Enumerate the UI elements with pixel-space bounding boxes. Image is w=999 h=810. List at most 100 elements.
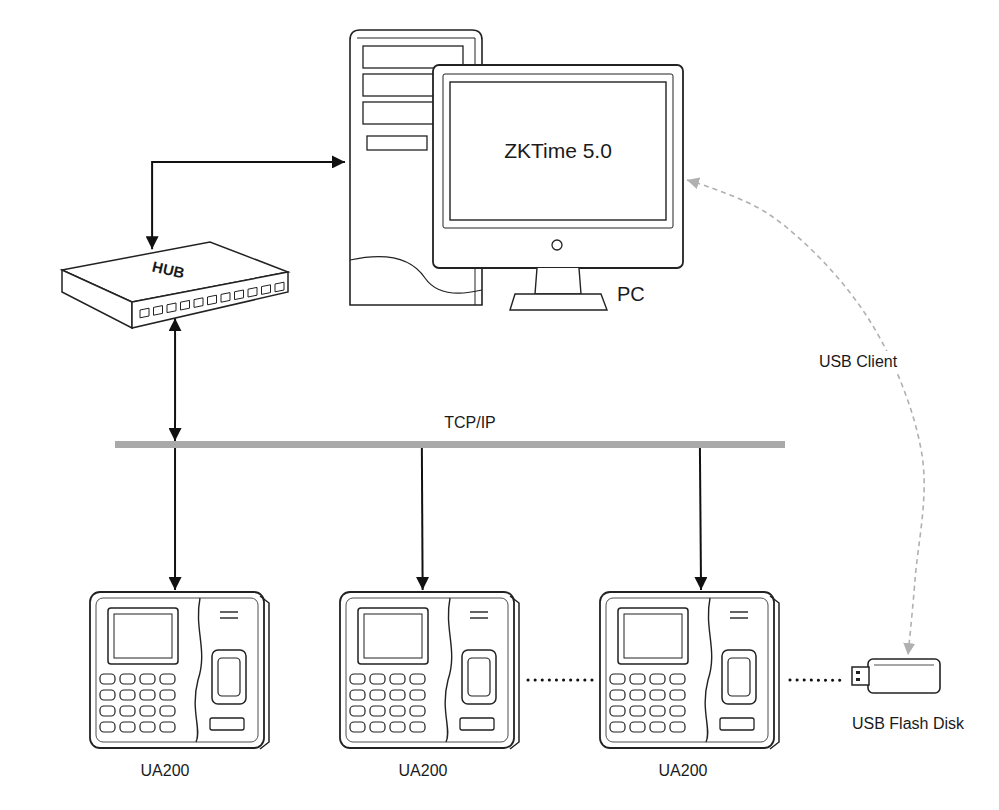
- bus-line: [115, 441, 785, 448]
- keypad-key: [610, 674, 625, 684]
- card-slot: [460, 718, 494, 730]
- model-label: UA200: [88, 762, 242, 780]
- keypad-key: [610, 706, 625, 716]
- usb-contact: [856, 678, 860, 681]
- device-body: [600, 592, 774, 748]
- keypad-key: [140, 722, 155, 732]
- monitor-neck: [535, 268, 581, 294]
- keypad-key: [410, 722, 425, 732]
- keypad-key: [390, 706, 405, 716]
- continuation-dots: [790, 679, 842, 682]
- attendance-terminal-outline: [598, 590, 782, 752]
- keypad-key: [350, 706, 365, 716]
- device-display: [364, 614, 422, 658]
- network-cable: [421, 448, 424, 590]
- hub-port: [235, 290, 244, 300]
- keypad-key: [630, 706, 645, 716]
- attendance-terminal: UA200: [598, 590, 782, 752]
- keypad-key: [390, 722, 405, 732]
- keypad-key: [370, 706, 385, 716]
- keypad-key: [630, 722, 645, 732]
- keypad-key: [670, 690, 685, 700]
- keypad-key: [100, 722, 115, 732]
- link-label: USB Client: [816, 351, 900, 373]
- hub-port: [275, 282, 284, 292]
- drive-slot: [367, 136, 427, 150]
- device-edge: [260, 596, 269, 749]
- keypad-key: [160, 690, 175, 700]
- hub-port: [221, 293, 230, 303]
- card-slot: [210, 718, 244, 730]
- hub-port: [181, 300, 190, 310]
- tcp-ip-bus: TCP/IP: [115, 441, 785, 448]
- device-edge: [510, 596, 519, 749]
- usb-contact: [856, 671, 860, 674]
- power-button: [552, 240, 562, 250]
- network-hub: HUB: [60, 240, 292, 332]
- model-label: UA200: [338, 762, 508, 780]
- device-edge: [770, 596, 779, 749]
- hub-port: [208, 295, 217, 305]
- keypad-key: [650, 674, 665, 684]
- network-cable: [174, 448, 176, 590]
- attendance-terminal-outline: [88, 590, 272, 752]
- network-cable: [174, 318, 176, 441]
- keypad-key: [650, 722, 665, 732]
- keypad-key: [370, 674, 385, 684]
- hub-port: [140, 308, 149, 318]
- device-bevel: [346, 598, 508, 742]
- panel-divider: [705, 598, 712, 742]
- network-cable: [700, 448, 701, 590]
- software-name: ZKTime 5.0: [450, 82, 666, 220]
- keypad-key: [140, 706, 155, 716]
- storage-label: USB Flash Disk: [850, 715, 966, 733]
- speaker-slot: [730, 611, 748, 612]
- hub-port: [154, 306, 163, 316]
- speaker-slot: [220, 617, 238, 618]
- monitor-frame: [433, 65, 683, 268]
- keypad-key: [370, 690, 385, 700]
- monitor-bezel: [443, 74, 673, 228]
- device-screen: [108, 608, 178, 664]
- attendance-terminal: UA200: [88, 590, 272, 752]
- speaker-slot: [470, 617, 488, 618]
- keypad-key: [390, 690, 405, 700]
- fingerprint-sensor: [722, 650, 756, 704]
- sensor-window: [218, 658, 240, 696]
- usb-highlight: [874, 665, 934, 666]
- usb-plug: [852, 667, 869, 685]
- tcp-ip-bus-outline: [115, 441, 785, 448]
- bus-label: TCP/IP: [420, 414, 520, 432]
- hub-side: [62, 270, 132, 328]
- network-cable: [152, 162, 345, 249]
- network-hub-outline: [60, 240, 292, 332]
- keypad-key: [610, 690, 625, 700]
- keypad-key: [350, 690, 365, 700]
- usb-link: [687, 180, 924, 655]
- keypad-key: [100, 690, 115, 700]
- keypad-key: [350, 674, 365, 684]
- monitor-base: [510, 294, 607, 310]
- pc-workstation-outline: [345, 28, 687, 313]
- keypad-key: [120, 674, 135, 684]
- keypad-key: [120, 706, 135, 716]
- usb-flash-disk: USB Flash Disk: [850, 655, 942, 697]
- keypad-key: [610, 722, 625, 732]
- device-body: [90, 592, 264, 748]
- fingerprint-sensor: [462, 650, 496, 704]
- keypad-key: [650, 690, 665, 700]
- attendance-terminal: UA200: [338, 590, 522, 752]
- keypad-key: [410, 706, 425, 716]
- device-body: [340, 592, 514, 748]
- keypad-key: [630, 690, 645, 700]
- fingerprint-sensor: [212, 650, 246, 704]
- usb-body: [868, 659, 940, 693]
- sensor-window: [468, 658, 490, 696]
- keypad-key: [670, 722, 685, 732]
- device-label: PC: [617, 283, 645, 305]
- hub-port: [248, 287, 257, 297]
- keypad-key: [160, 722, 175, 732]
- keypad-key: [100, 674, 115, 684]
- hub-port: [262, 285, 271, 295]
